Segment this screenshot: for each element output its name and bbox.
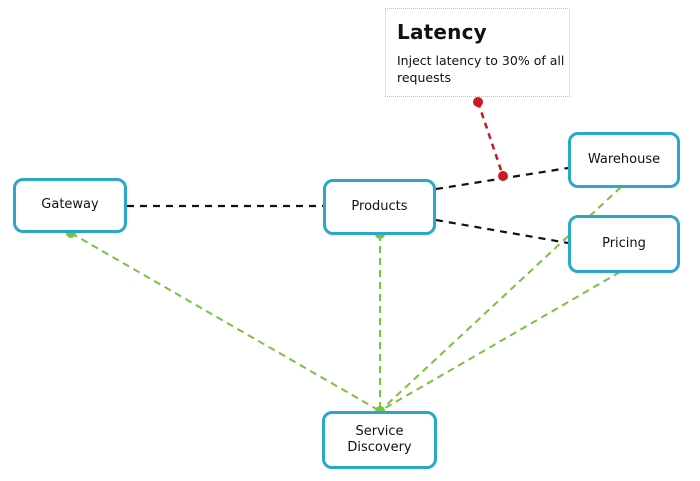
latency-annotation-body: Inject latency to 30% of all requests <box>397 53 565 85</box>
node-gateway[interactable]: Gateway <box>13 178 127 233</box>
node-service-discovery[interactable]: Service Discovery <box>322 411 437 469</box>
edge-pricing-service-discovery[interactable] <box>379 271 621 412</box>
node-gateway-label: Gateway <box>41 197 99 213</box>
fault-endpoint-dot-annotation <box>473 97 483 107</box>
fault-endpoint-dot-edge <box>498 171 508 181</box>
node-products[interactable]: Products <box>323 179 436 235</box>
node-warehouse-label: Warehouse <box>587 151 661 167</box>
edge-latency-annotation-attachment[interactable] <box>476 101 505 177</box>
edge-products-pricing[interactable] <box>435 218 569 245</box>
node-products-label: Products <box>351 198 408 214</box>
node-pricing-label: Pricing <box>602 235 646 251</box>
latency-annotation-title: Latency <box>397 20 487 44</box>
latency-annotation[interactable]: Latency Inject latency to 30% of all req… <box>385 8 570 97</box>
node-warehouse[interactable]: Warehouse <box>568 132 680 188</box>
node-service-discovery-label: Service Discovery <box>347 423 412 455</box>
node-pricing[interactable]: Pricing <box>568 215 680 273</box>
edge-gateway-service-discovery[interactable] <box>70 232 381 412</box>
